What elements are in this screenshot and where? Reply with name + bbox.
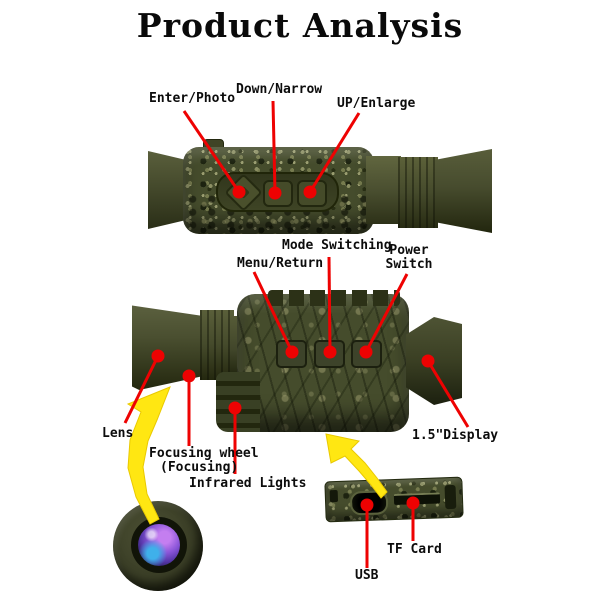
lens-glass [138, 524, 180, 566]
monocular-top-view [148, 139, 493, 235]
label-enter-photo: Enter/Photo [149, 91, 236, 106]
page-title: Product Analysis [136, 6, 464, 45]
label-infrared-lights: Infrared Lights [189, 476, 307, 491]
panel-notch-left [329, 489, 339, 503]
label-lens: Lens [102, 426, 134, 441]
mode-switching-button [314, 340, 345, 368]
menu-return-button [276, 340, 307, 368]
panel-notch-right [444, 484, 457, 510]
top-serrations [268, 290, 400, 306]
down-narrow-button [263, 180, 293, 207]
label-focusing-sub: (Focusing) [160, 460, 239, 475]
label-up-enlarge: UP/Enlarge [337, 96, 416, 111]
lens-closeup [113, 501, 203, 591]
label-down-narrow: Down/Narrow [236, 82, 323, 97]
up-enlarge-button [297, 180, 327, 207]
label-power-switch: Power Switch [384, 244, 434, 272]
objective-lens-cup [132, 305, 204, 390]
power-switch-button [351, 340, 382, 368]
label-power-switch-line2: Switch [385, 257, 433, 272]
display-eyepiece [406, 317, 462, 405]
label-focusing-wheel: Focusing wheel [149, 446, 259, 461]
tf-card-slot [393, 492, 441, 505]
label-usb: USB [355, 568, 379, 583]
focusing-wheel-part [200, 310, 234, 380]
objective-end [435, 149, 492, 233]
ports-panel [324, 476, 464, 523]
label-menu-return: Menu/Return [237, 256, 324, 271]
label-mode-switching: Mode Switching [282, 238, 392, 253]
label-display: 1.5"Display [412, 428, 499, 443]
usb-port [349, 490, 389, 516]
infrared-lights-part [216, 372, 260, 432]
monocular-side-view [130, 290, 465, 435]
label-power-switch-line1: Power [389, 243, 429, 258]
enter-photo-button-core [237, 186, 250, 199]
focus-ring [398, 157, 438, 228]
label-tf-card: TF Card [387, 542, 442, 557]
lens-barrel [366, 156, 401, 224]
